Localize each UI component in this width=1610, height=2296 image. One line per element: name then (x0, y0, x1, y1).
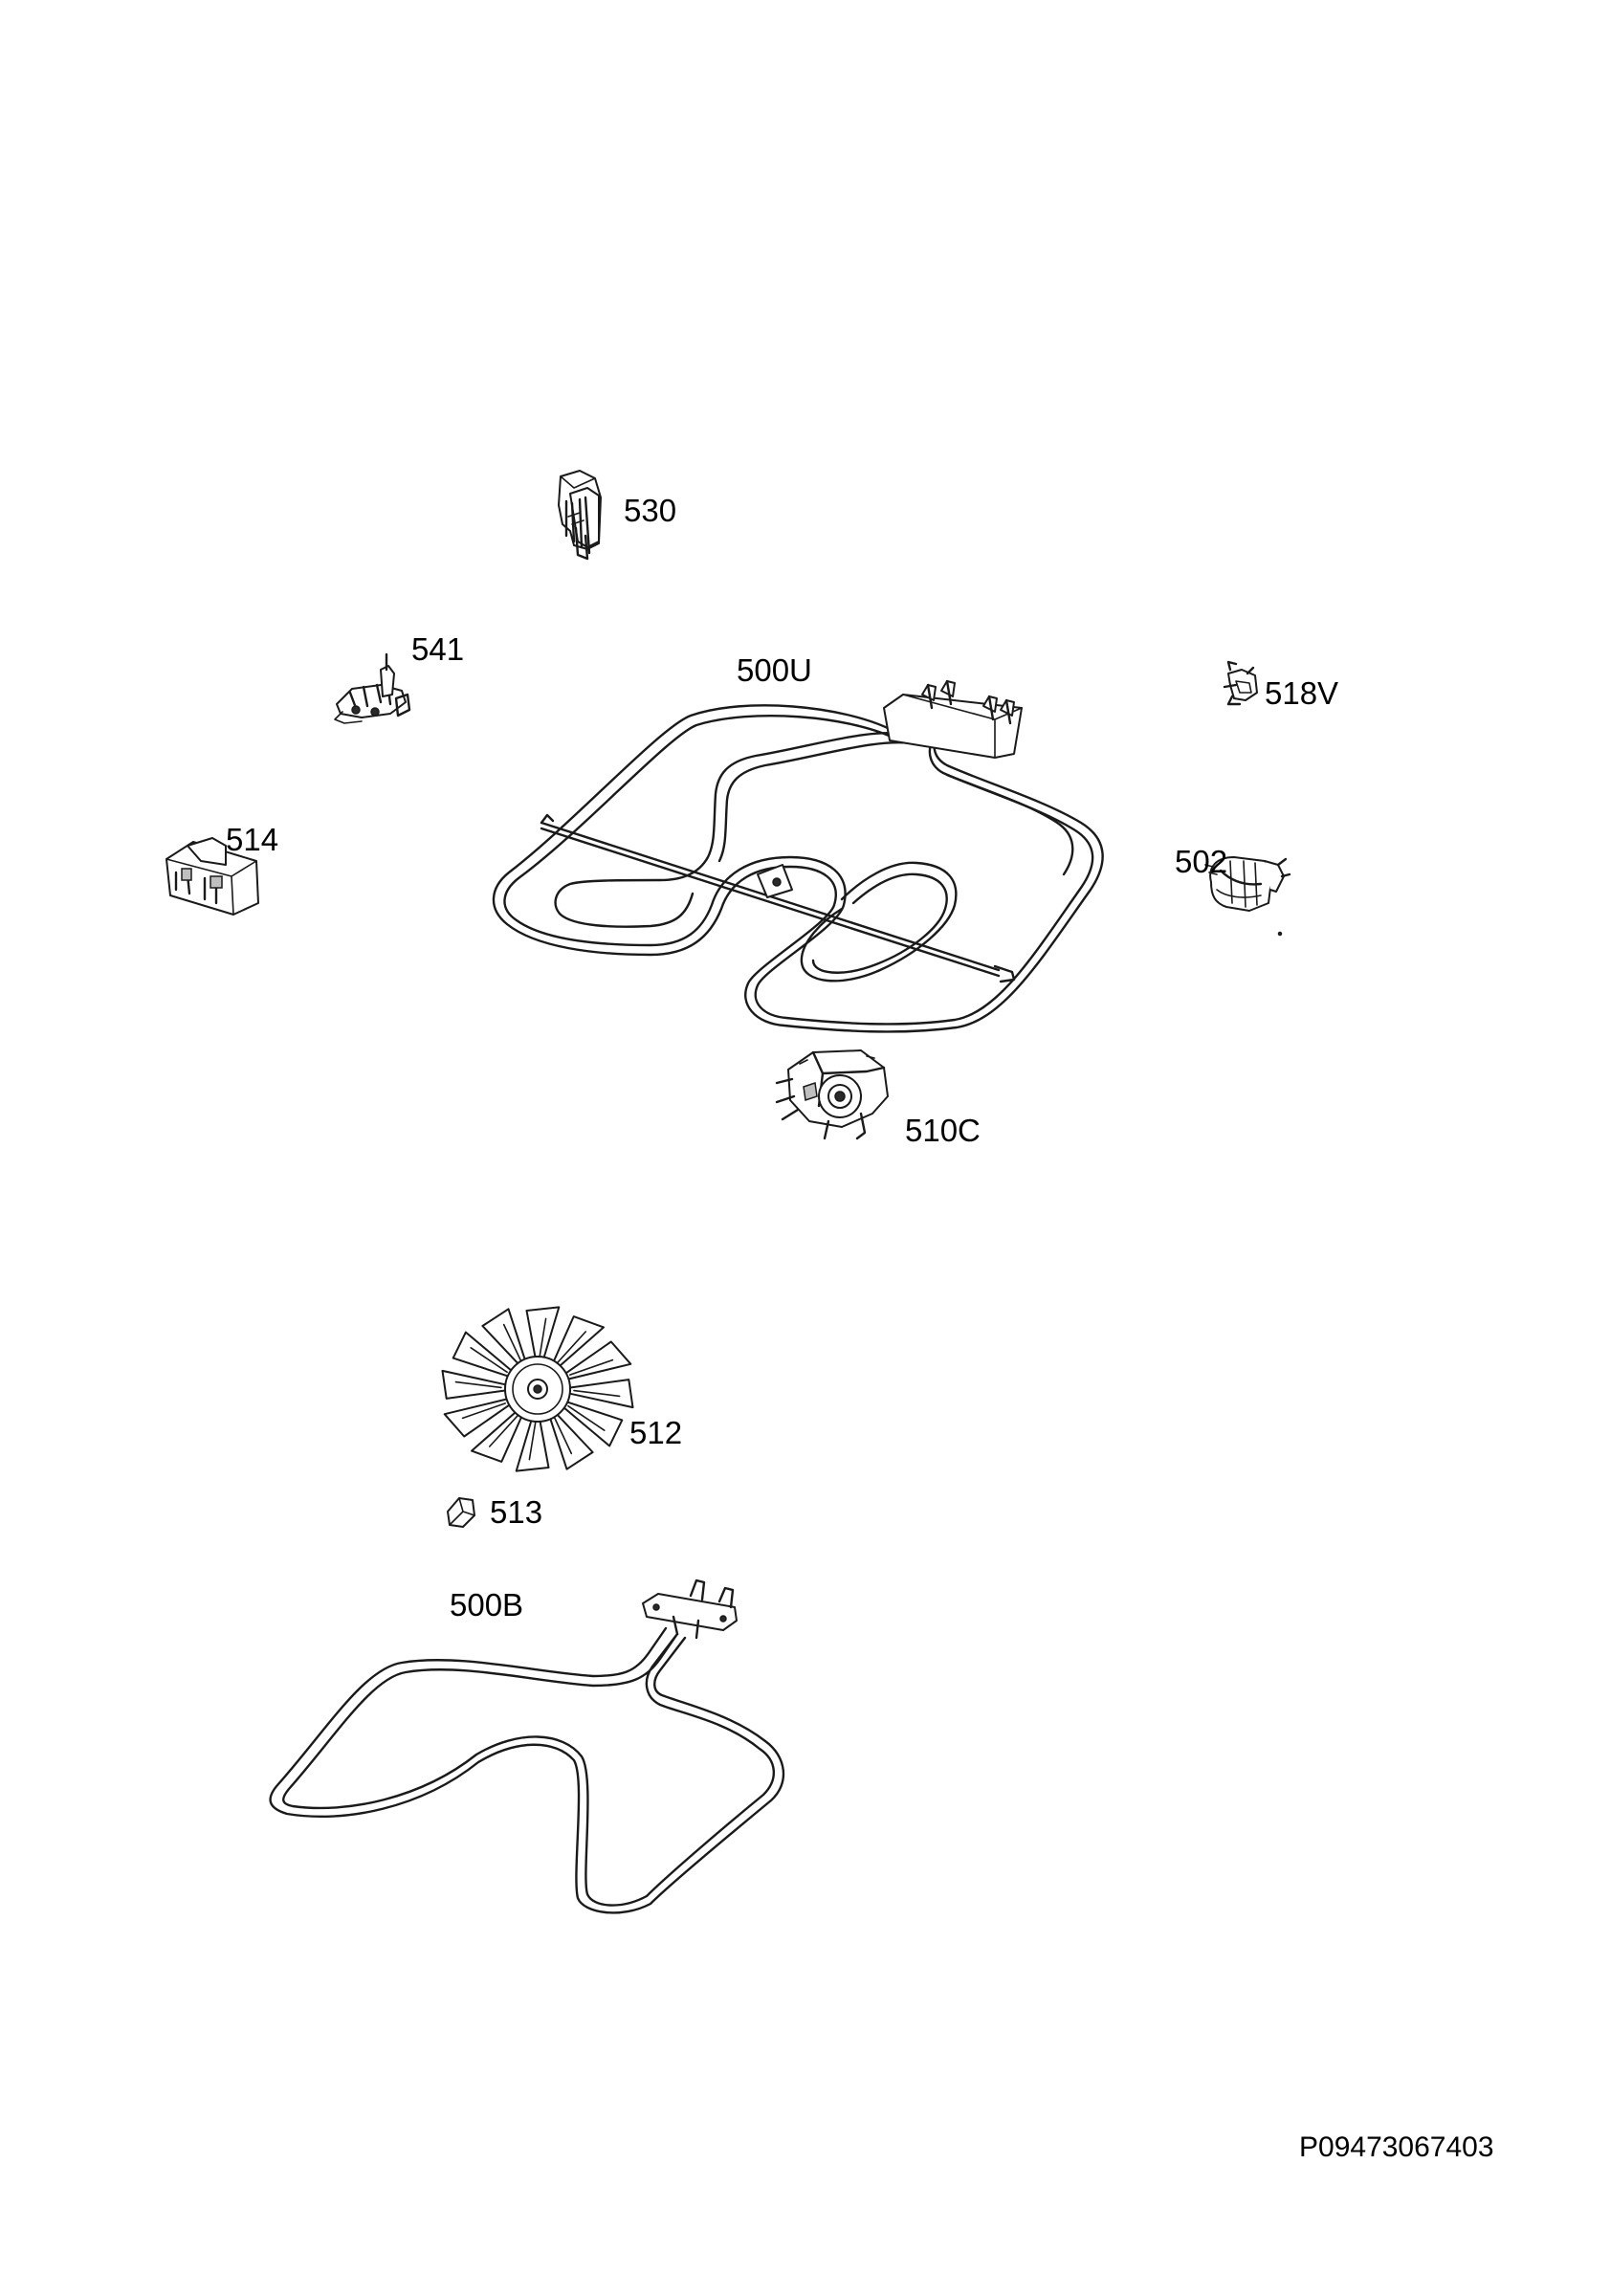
fan-blade-rib (553, 1416, 573, 1455)
fan-blade-rib (502, 1323, 522, 1362)
document-id: P09473067403 (1299, 2131, 1494, 2163)
lower-heating-element-icon (269, 1578, 785, 1914)
part-label-512: 512 (629, 1415, 682, 1450)
part-label-510C: 510C (905, 1113, 981, 1148)
part-label-514: 514 (226, 822, 278, 857)
fan-blade-rib (556, 1331, 586, 1364)
fan-blade-icon (441, 1306, 634, 1472)
fan-blade-rib (567, 1404, 606, 1431)
part-label-500U: 500U (737, 652, 812, 688)
fan-blade-rib (528, 1419, 537, 1461)
nut-icon (447, 1497, 475, 1528)
fan-motor-icon (775, 1049, 889, 1140)
fan-blade-rib (569, 1358, 614, 1376)
fan-blade-rib (489, 1414, 519, 1447)
part-label-500B: 500B (450, 1587, 523, 1623)
fan-blade-rib (573, 1389, 621, 1398)
part-label-541: 541 (411, 631, 464, 667)
upper-heating-element-icon (492, 679, 1104, 1033)
terminal-connector-icon (334, 652, 411, 724)
clip-icon (1223, 660, 1258, 706)
switch-block-icon (165, 837, 259, 916)
fan-blade-rib (461, 1402, 506, 1420)
part-label-518V: 518V (1265, 675, 1338, 711)
fan-blade-rib (454, 1380, 502, 1389)
fan-blade-rib (470, 1347, 508, 1374)
oven-lamp-icon (1204, 856, 1291, 937)
part-label-530: 530 (624, 493, 676, 528)
part-label-513: 513 (490, 1494, 542, 1530)
terminal-block-icon (558, 470, 602, 561)
fan-blade-rib (539, 1317, 547, 1359)
part-label-502: 502 (1175, 844, 1227, 879)
